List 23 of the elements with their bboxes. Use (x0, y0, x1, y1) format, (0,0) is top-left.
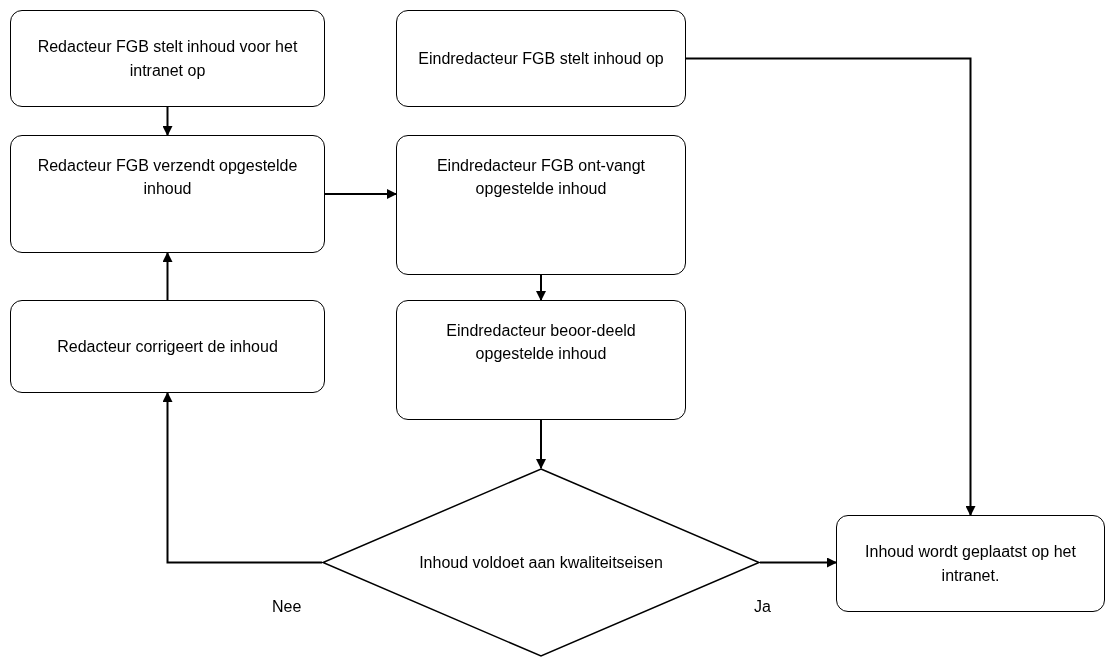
node-text: Redacteur FGB stelt inhoud voor het intranet op (36, 37, 299, 81)
node-text: Redacteur FGB verzendt opgestelde inhoud (36, 156, 299, 200)
process-box (10, 135, 325, 253)
arrow (324, 189, 397, 199)
process-box (396, 300, 686, 420)
arrow (536, 274, 546, 301)
node-text: Eindredacteur FGB stelt inhoud op (418, 48, 664, 69)
process-box (836, 515, 1105, 612)
node-text: Eindredacteur beoor-deeld opgestelde inhoud (445, 321, 637, 365)
node-text: Redacteur corrigeert de inhoud (57, 336, 278, 357)
node-text: Inhoud wordt geplaatst op het intranet. (864, 542, 1077, 586)
node-text: Inhoud voldoet aan kwaliteitseisen (419, 552, 663, 573)
arrow (162, 106, 173, 136)
arrow (162, 252, 173, 301)
arrow (162, 392, 323, 564)
node-text: Eindredacteur FGB ont-vangt opgestelde inhoud (435, 156, 647, 200)
process-box (10, 10, 325, 107)
process-box (396, 135, 686, 275)
arrow (759, 557, 837, 568)
arrow (685, 57, 976, 516)
process-box (396, 10, 686, 107)
arrow (536, 419, 546, 469)
process-box (10, 300, 325, 393)
